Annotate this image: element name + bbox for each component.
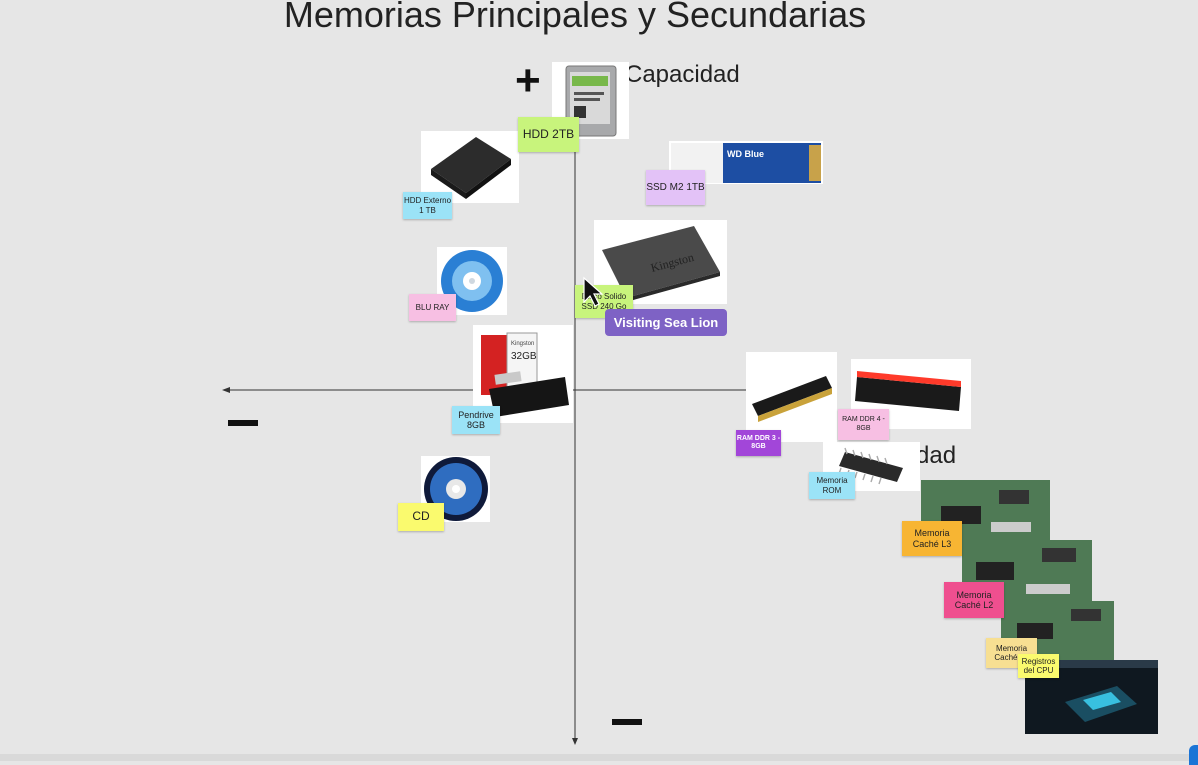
note-rom[interactable]: Memoria ROM — [809, 472, 855, 499]
collaborator-cursor-label: Visiting Sea Lion — [605, 309, 727, 336]
note-ram-ddr3[interactable]: RAM DDR 3 - 8GB — [736, 430, 781, 456]
note-ssd-m2[interactable]: SSD M2 1TB — [646, 170, 705, 205]
m2-ssd-photo[interactable]: WD Blue — [669, 141, 823, 184]
note-cache-l2[interactable]: Memoria Caché L2 — [944, 582, 1004, 618]
minus-bottom-sign — [612, 719, 642, 725]
external-hdd-photo[interactable] — [421, 131, 519, 203]
m2-brand-text: WD Blue — [727, 149, 764, 159]
bottom-scrollbar[interactable] — [0, 754, 1198, 761]
plus-sign: + — [515, 56, 541, 105]
capacity-label: Capacidad — [625, 61, 740, 88]
note-cd[interactable]: CD — [398, 503, 444, 531]
kingston-ssd-photo[interactable]: Kingston — [594, 220, 727, 304]
note-pendrive[interactable]: Pendrive 8GB — [452, 406, 500, 434]
speed-label: dad — [916, 442, 957, 469]
horizontal-axis-arrow — [222, 387, 230, 393]
note-registros-cpu[interactable]: Registros del CPU — [1018, 654, 1059, 678]
note-hdd-2tb[interactable]: HDD 2TB — [518, 117, 579, 152]
pendrive-brand-text: Kingston — [511, 341, 534, 347]
mouse-cursor-icon — [583, 276, 604, 307]
minus-left-sign — [228, 420, 258, 426]
note-cache-l3[interactable]: Memoria Caché L3 — [902, 521, 962, 556]
pendrive-capacity-text: 32GB — [511, 351, 537, 362]
note-ram-ddr4[interactable]: RAM DDR 4 - 8GB — [838, 409, 889, 440]
note-hdd-externo[interactable]: HDD Externo 1 TB — [403, 192, 452, 219]
kingston-pendrive-photo[interactable]: Kingston 32GB — [473, 325, 573, 423]
fury-ram-photo[interactable] — [746, 352, 837, 442]
vertical-axis-arrow — [572, 738, 578, 745]
page-title: Memorias Principales y Secundarias — [283, 0, 867, 35]
corner-widget[interactable] — [1189, 745, 1198, 765]
fury-rgb-ram-photo[interactable] — [851, 359, 971, 429]
note-bluray[interactable]: BLU RAY — [409, 294, 456, 321]
